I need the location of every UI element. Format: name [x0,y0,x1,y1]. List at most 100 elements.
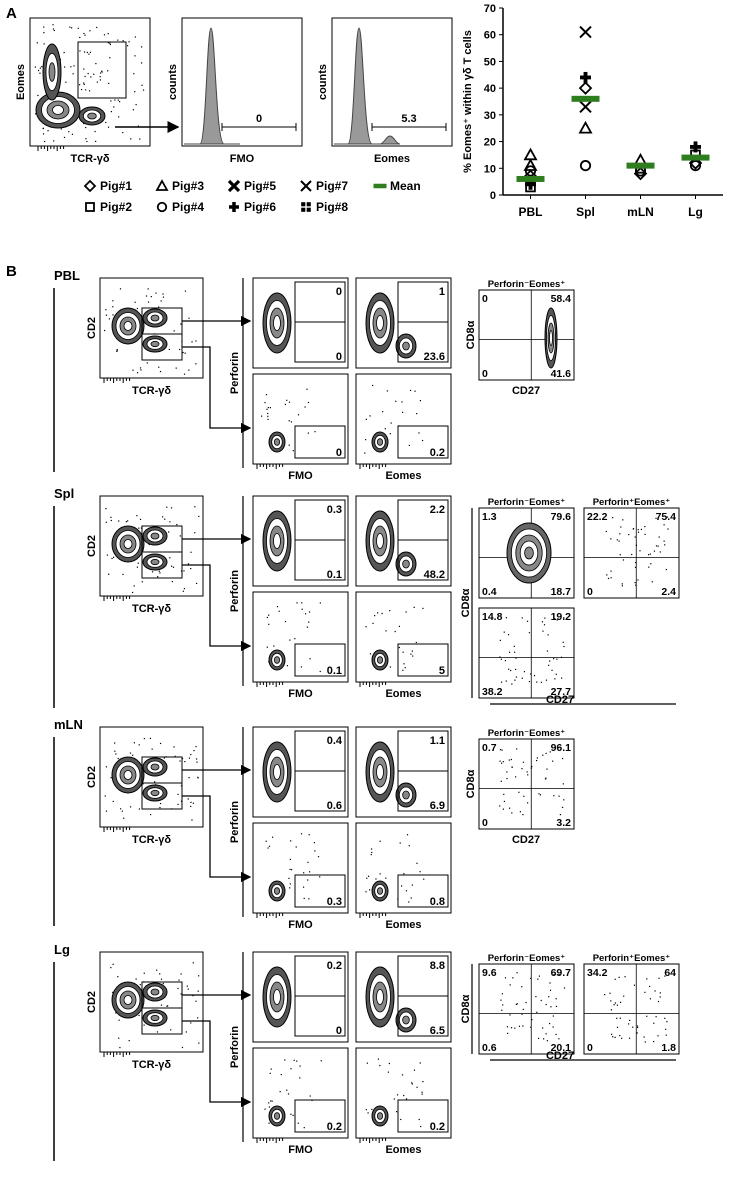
quadrant-value: 75.4 [656,511,677,523]
axis-ticks [359,682,387,687]
fmo-top-plot: 0.20 [252,951,349,1043]
event-dots [105,506,200,594]
legend-label: Pig#3 [172,179,204,193]
gate-value: 5.3 [401,113,416,125]
density-contour [111,307,145,345]
x-axis-label: TCR-γδ [132,834,171,846]
quadrant-value: 41.6 [551,368,572,380]
legend-item: Pig#8 [301,200,348,214]
density-contour [395,333,417,359]
data-point [579,100,592,114]
data-point [633,166,648,181]
gate-value: 0.1 [327,665,342,677]
quadrant-value: 38.2 [482,686,503,698]
density-contour [365,510,395,572]
density-contour [365,966,395,1028]
event-dots [499,747,565,816]
axis-ticks [256,464,284,469]
x-axis-label: Eomes [385,1144,421,1156]
mean-bar [571,95,600,102]
quadrant-value: 1.8 [661,1042,676,1054]
x-tick-label: Lg [688,205,703,219]
arrow [182,346,252,434]
density-contour [142,308,168,328]
data-point [578,120,593,134]
legend-label: Pig#8 [316,200,348,214]
density-contour [268,649,286,671]
event-dots [266,602,321,673]
event-dots [605,516,669,587]
density-contour [262,966,292,1028]
fmo-top-plot: 0.30.1 [252,495,349,587]
x-tick-label: mLN [627,205,654,219]
x-axis-label: Eomes [385,688,421,700]
density-contour [371,1105,389,1127]
axis-ticks [359,464,387,469]
gate-value: 0 [336,1025,342,1037]
axis-ticks [256,1138,284,1143]
panel-label-b: B [6,263,17,280]
quadrant-value: 22.2 [587,511,608,523]
density-contour [506,522,552,584]
density-contour [395,551,417,577]
y-axis-label: CD8α [465,320,477,349]
legend-label: Mean [390,179,421,193]
gate-value: 0 [336,351,342,363]
x-tick-label: Spl [576,205,595,219]
data-point [690,141,701,153]
x-axis-label: TCR-γδ [132,603,171,615]
gate-value: 0.3 [327,896,342,908]
legend-label: Pig#6 [244,200,276,214]
x-axis-label: TCR-γδ [132,385,171,397]
legend-label: Pig#4 [172,200,204,214]
gate-value: 0 [336,447,342,459]
histogram-peak [334,27,401,145]
gate-value: 0.6 [327,800,342,812]
y-axis-label: Perforin [229,801,241,843]
eomes-top-plot: 2.248.2 [355,495,452,587]
event-dots [365,1058,424,1128]
quadrant-value: 3.2 [556,817,571,829]
density-contour [544,307,558,369]
event-dots [500,972,566,1042]
density-contour [111,525,145,563]
data-point [688,156,703,170]
arrow [182,1020,252,1108]
data-point [579,160,592,172]
y-tick-label: 0 [490,190,496,202]
gate-value: 6.5 [430,1025,445,1037]
data-point [578,81,593,95]
quadrant-value: 69.7 [551,967,572,979]
density-contour [371,431,389,453]
legend-item: Pig#3 [155,179,204,193]
data-point [523,147,538,161]
quadrant-title: Perforin⁻Eomes⁺ [488,497,566,508]
quadrant-value: 0 [482,368,488,380]
legend-circle-icon [156,201,168,213]
gate-value: 1 [439,286,445,298]
quadrant-value: 0 [482,817,488,829]
panel-a-fmo-histogram: 0 FMO counts [167,17,303,165]
gate-value: 1.1 [430,735,445,747]
axis-ticks [103,1052,131,1057]
y-tick-label: 30 [484,110,496,122]
quadrant-value: 18.7 [551,586,572,598]
gate-value: 2.2 [430,504,445,516]
gate-value: 5 [439,665,445,677]
density-contour [111,756,145,794]
quadrant-title: Perforin⁻Eomes⁺ [488,953,566,964]
quadrant-value: 27.7 [551,686,572,698]
gate-value: 0.1 [327,569,342,581]
gate-value: 6.9 [430,800,445,812]
gate-value: 0 [336,286,342,298]
y-axis-label: Eomes [15,64,27,100]
x-axis-label: CD27 [546,694,574,706]
y-axis-label: CD8α [460,588,472,617]
density-contour [268,880,286,902]
axis-ticks [103,596,131,601]
